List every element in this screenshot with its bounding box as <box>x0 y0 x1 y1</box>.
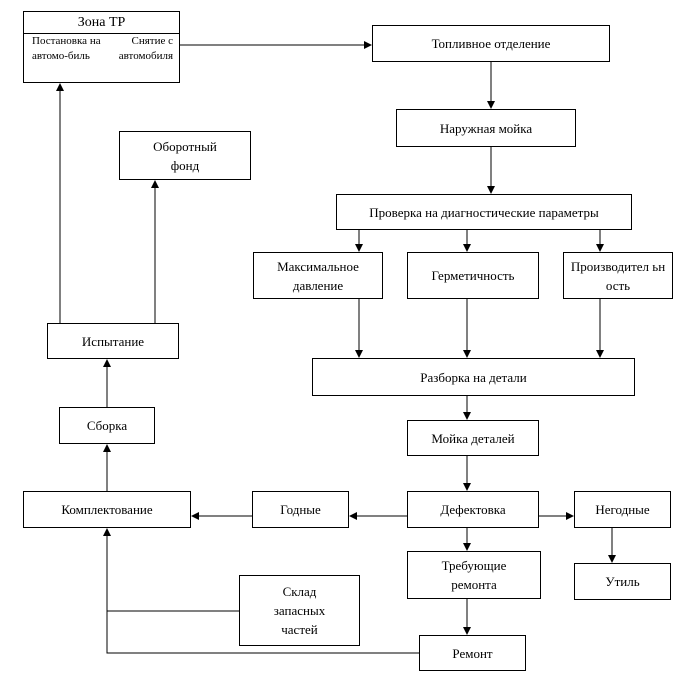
tightness-box: Герметичность <box>407 252 539 299</box>
warehouse-box: Склад запасных частей <box>239 575 360 646</box>
kitting-box: Комплектование <box>23 491 191 528</box>
scrap-box: Утиль <box>574 563 671 600</box>
unusable-box: Негодные <box>574 491 671 528</box>
performance-box: Производител ьность <box>563 252 673 299</box>
need-repair-box: Требующие ремонта <box>407 551 541 599</box>
usable-box: Годные <box>252 491 349 528</box>
defect-box: Дефектовка <box>407 491 539 528</box>
testing-box: Испытание <box>47 323 179 359</box>
zone-title: Зона ТР <box>24 12 179 34</box>
disassembly-box: Разборка на детали <box>312 358 635 396</box>
zone-install: Постановка на автомо-биль <box>32 35 101 62</box>
assembly-box: Сборка <box>59 407 155 444</box>
external-wash-box: Наружная мойка <box>396 109 576 147</box>
fuel-dept-box: Топливное отделение <box>372 25 610 62</box>
zone-tr-box: Зона ТР Постановка на автомо-биль Снятие… <box>23 11 180 83</box>
repair-box: Ремонт <box>419 635 526 671</box>
zone-remove: Снятие с автомобиля <box>118 35 173 62</box>
parts-wash-box: Мойка деталей <box>407 420 539 456</box>
max-pressure-box: Максимальное давление <box>253 252 383 299</box>
revolving-fund-box: Оборотный фонд <box>119 131 251 180</box>
diagnostic-check-box: Проверка на диагностические параметры <box>336 194 632 230</box>
